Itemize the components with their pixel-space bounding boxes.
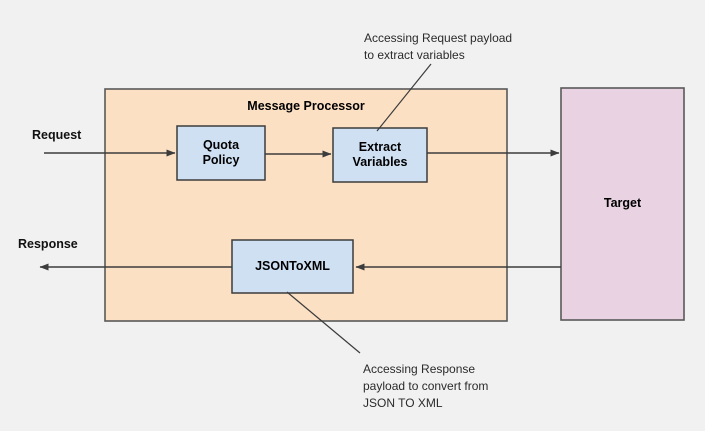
extract-variables-box[interactable] xyxy=(332,127,428,183)
response-flow-label: Response xyxy=(18,237,78,251)
quota-policy-box[interactable] xyxy=(176,125,266,181)
request-annotation-text: Accessing Request payload to extract var… xyxy=(364,31,513,63)
jsontoxml-box[interactable] xyxy=(231,239,354,294)
request-flow-label: Request xyxy=(32,128,82,142)
response-annotation-text: Accessing Response payload to convert fr… xyxy=(363,362,489,411)
target-container[interactable] xyxy=(560,87,685,321)
response-annotation-leader-line xyxy=(286,291,361,354)
message-processor-title: Message Processor xyxy=(247,99,365,113)
request-annotation-leader-line xyxy=(376,63,432,132)
